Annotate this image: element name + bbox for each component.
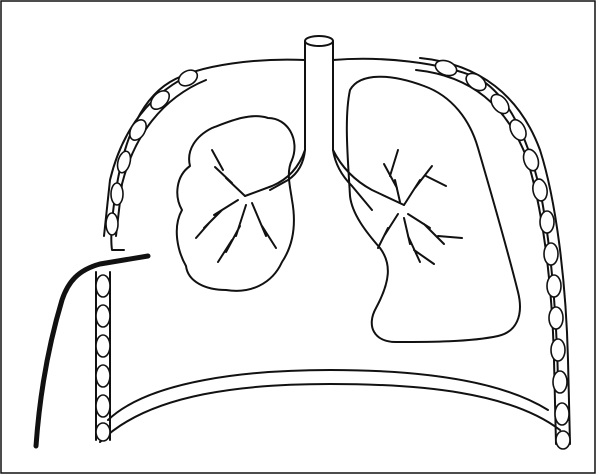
inflated-lung [347, 77, 520, 342]
collapsed-lung [177, 116, 295, 291]
pleural-line [111, 60, 305, 250]
chest-tube [36, 256, 148, 446]
diaphragm-lower [100, 384, 560, 442]
trachea [270, 36, 372, 210]
pleural-line-right [333, 59, 558, 380]
ribs-left [96, 67, 206, 441]
diaphragm [108, 370, 548, 420]
